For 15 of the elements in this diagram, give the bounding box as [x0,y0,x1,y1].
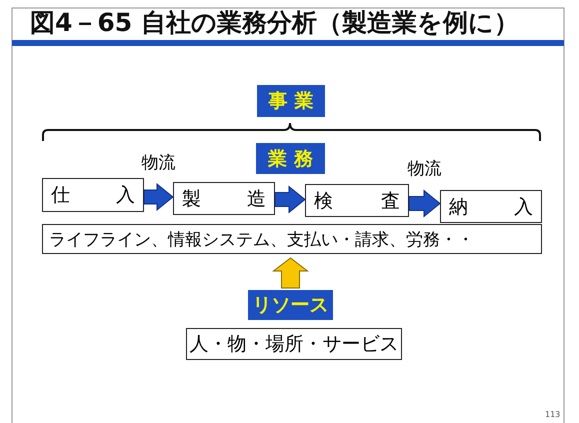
heading-label: 事 業 [257,85,325,117]
heading-label: 業 務 [256,143,325,174]
block-arrow [274,185,306,214]
process-box: 製 造 [173,182,275,215]
support-box: ライフライン、情報システム、支払い・請求、労務・・ [42,224,542,254]
process-box: 納 入 [440,190,542,223]
resource-box: 人・物・場所・サービス [186,328,402,360]
heading-label: リソース [248,290,333,320]
process-box: 検 査 [305,184,409,217]
title: 図4－65 自社の業務分析（製造業を例に） [30,7,519,39]
block-arrow [144,182,174,212]
process-box: 仕 入 [42,178,144,212]
block-arrow [408,189,441,218]
block-arrow [272,257,309,288]
page-number: 113 [545,410,560,419]
